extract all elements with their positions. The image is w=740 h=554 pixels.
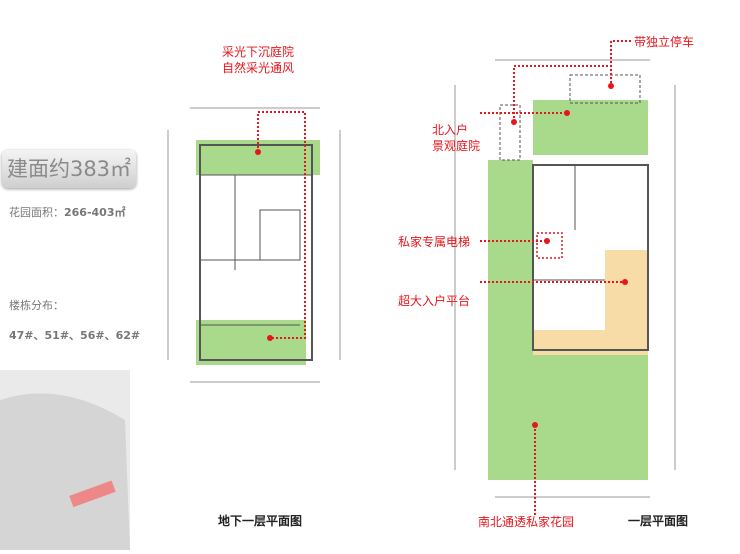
building-area-text: 建面约383㎡: [6, 157, 132, 181]
site-map-thumbnail: [0, 370, 130, 550]
callout-line2: 自然采光通风: [222, 61, 295, 75]
callout-garden: 南北通透私家花园: [478, 515, 575, 529]
side-garden: [488, 160, 533, 480]
callout-line2: 景观庭院: [432, 139, 481, 153]
callout-line1: 北入户: [432, 123, 469, 137]
callout-elevator: 私家专属电梯: [398, 235, 471, 249]
callout-dots: [255, 83, 628, 428]
basement-caption: 地下一层平面图: [218, 514, 303, 528]
buildings-value: 47#、51#、56#、62#: [9, 329, 141, 342]
callout-line1: 采光下沉庭院: [222, 45, 295, 59]
basement-plan: [167, 107, 341, 383]
south-garden: [533, 355, 648, 480]
callout-platform: 超大入户平台: [398, 294, 471, 308]
callout-parking: 带独立停车: [634, 35, 695, 49]
north-courtyard: [533, 100, 648, 155]
garden-area-value: 266-403㎡: [64, 206, 126, 219]
buildings-label: 楼栋分布：: [9, 299, 64, 312]
garden-area-label: 花园面积：: [9, 206, 64, 219]
garden-area: 花园面积：266-403㎡: [9, 204, 126, 220]
sunken-courtyard-bottom: [196, 320, 306, 365]
ground-plan: [454, 59, 676, 498]
entry-platform: [605, 250, 648, 355]
building-area-badge: 建面约383㎡: [2, 150, 136, 188]
ground-caption: 一层平面图: [628, 514, 689, 528]
callout-lines: [257, 40, 631, 515]
callout-sunken-courtyard: 采光下沉庭院自然采光通风: [222, 44, 294, 76]
callout-north-entry: 北入户景观庭院: [432, 122, 480, 154]
